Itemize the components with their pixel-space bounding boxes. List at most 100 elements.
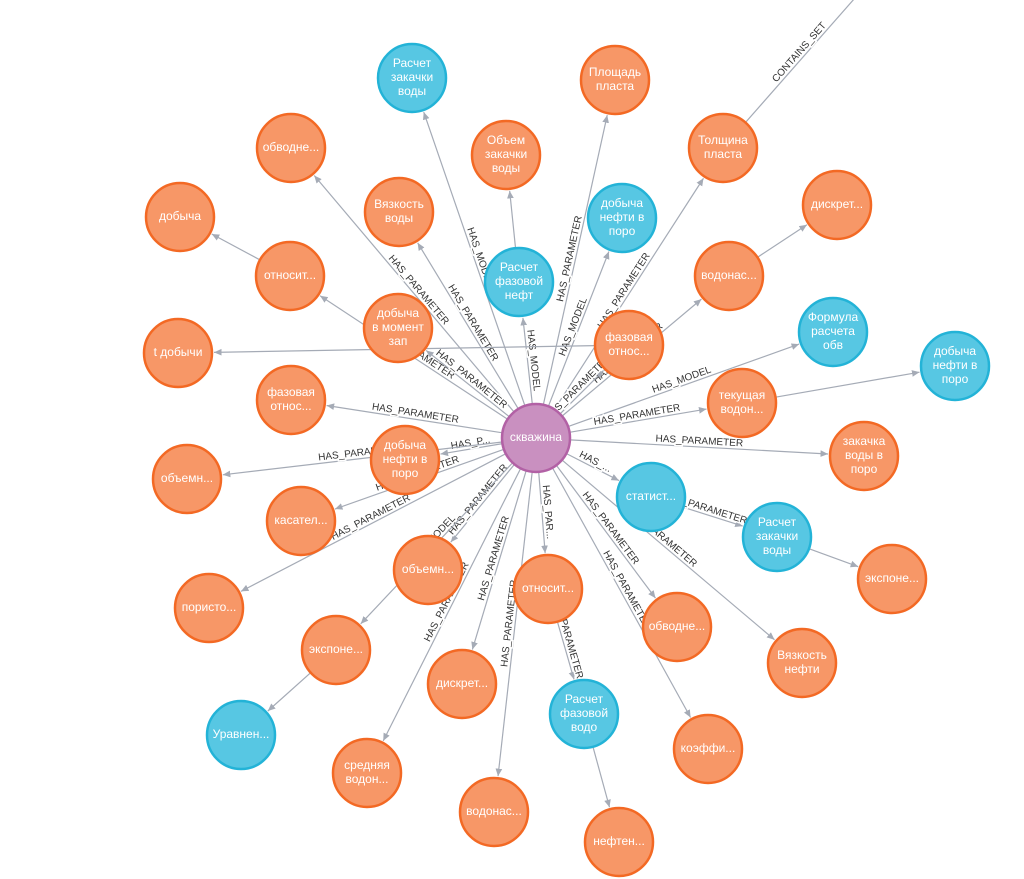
node-circle[interactable]: [512, 553, 584, 625]
parameter-node[interactable]: водонас...: [458, 776, 530, 848]
node-circle[interactable]: [331, 737, 403, 809]
node-circle[interactable]: [300, 614, 372, 686]
graph-edge[interactable]: [775, 370, 920, 398]
model-node[interactable]: Уравнен...: [205, 699, 277, 771]
parameter-node[interactable]: объемн...: [151, 443, 223, 515]
node-circle[interactable]: [741, 501, 813, 573]
node-circle[interactable]: [919, 330, 991, 402]
node-circle[interactable]: [593, 309, 665, 381]
parameter-node[interactable]: коэффи...: [672, 713, 744, 785]
node-circle[interactable]: [205, 699, 277, 771]
parameter-node[interactable]: пористо...: [173, 572, 245, 644]
node-circle[interactable]: [265, 485, 337, 557]
node-circle[interactable]: [693, 240, 765, 312]
graph-edge[interactable]: [808, 548, 859, 568]
node-circle[interactable]: [144, 181, 216, 253]
center-node[interactable]: скважина: [500, 402, 572, 474]
parameter-node[interactable]: обводне...: [255, 112, 327, 184]
node-circle[interactable]: [426, 648, 498, 720]
graph-edge[interactable]: HAS_...HAS_...: [565, 448, 620, 482]
parameter-node[interactable]: дискрет...: [426, 648, 498, 720]
parameter-node[interactable]: относит...: [512, 553, 584, 625]
graph-edge[interactable]: _PARAMETER_PARAMETER: [679, 494, 750, 528]
graph-edge[interactable]: HAS_P...HAS_P...: [440, 433, 503, 457]
node-circle[interactable]: [376, 42, 448, 114]
edge-line: [267, 672, 312, 712]
graph-edge[interactable]: [757, 224, 808, 258]
parameter-node[interactable]: нефтен...: [583, 806, 655, 878]
node-circle[interactable]: [766, 627, 838, 699]
node-circle[interactable]: [483, 246, 555, 318]
node-circle[interactable]: [641, 591, 713, 663]
node-circle[interactable]: [255, 364, 327, 436]
node-circle[interactable]: [151, 443, 223, 515]
node-circle[interactable]: [362, 292, 434, 364]
node-circle[interactable]: [363, 176, 435, 248]
node-circle[interactable]: [470, 119, 542, 191]
parameter-node[interactable]: объемн...: [392, 534, 464, 606]
parameter-node[interactable]: фазоваяотнос...: [593, 309, 665, 381]
node-circle[interactable]: [687, 112, 759, 184]
parameter-node[interactable]: t добычи: [142, 317, 214, 389]
node-circle[interactable]: [500, 402, 572, 474]
parameter-node[interactable]: средняяводон...: [331, 737, 403, 809]
parameter-node[interactable]: касател...: [265, 485, 337, 557]
graph-edge[interactable]: [507, 190, 517, 249]
model-node[interactable]: статист...: [615, 461, 687, 533]
parameter-node[interactable]: обводне...: [641, 591, 713, 663]
node-circle[interactable]: [548, 678, 620, 750]
parameter-node[interactable]: экспоне...: [300, 614, 372, 686]
node-circle[interactable]: [255, 112, 327, 184]
parameter-node[interactable]: водонас...: [693, 240, 765, 312]
graph-edge[interactable]: HAS_PAR...HAS_PAR...: [538, 471, 557, 554]
node-circle[interactable]: [369, 424, 441, 496]
node-circle[interactable]: [828, 420, 900, 492]
parameter-node[interactable]: текущаяводон...: [706, 367, 778, 439]
node-circle[interactable]: [672, 713, 744, 785]
graph-edge[interactable]: [267, 672, 312, 712]
node-circle[interactable]: [142, 317, 214, 389]
node-circle[interactable]: [856, 543, 928, 615]
node-circle[interactable]: [173, 572, 245, 644]
parameter-node[interactable]: дискрет...: [801, 169, 873, 241]
node-circle[interactable]: [615, 461, 687, 533]
node-circle[interactable]: [579, 44, 651, 116]
node-circle[interactable]: [583, 806, 655, 878]
graph-edge[interactable]: [592, 746, 611, 808]
node-circle[interactable]: [797, 296, 869, 368]
parameter-node[interactable]: добыча: [144, 181, 216, 253]
parameter-node[interactable]: фазоваяотнос...: [255, 364, 327, 436]
parameter-node[interactable]: экспоне...: [856, 543, 928, 615]
node-circle[interactable]: [801, 169, 873, 241]
node-circle[interactable]: [586, 182, 658, 254]
graph-edge[interactable]: [211, 233, 261, 261]
edge-line: [440, 443, 503, 457]
parameter-node[interactable]: относит...: [254, 240, 326, 312]
node-circle[interactable]: [458, 776, 530, 848]
node-circle[interactable]: [392, 534, 464, 606]
node-circle[interactable]: [706, 367, 778, 439]
node-circle[interactable]: [254, 240, 326, 312]
